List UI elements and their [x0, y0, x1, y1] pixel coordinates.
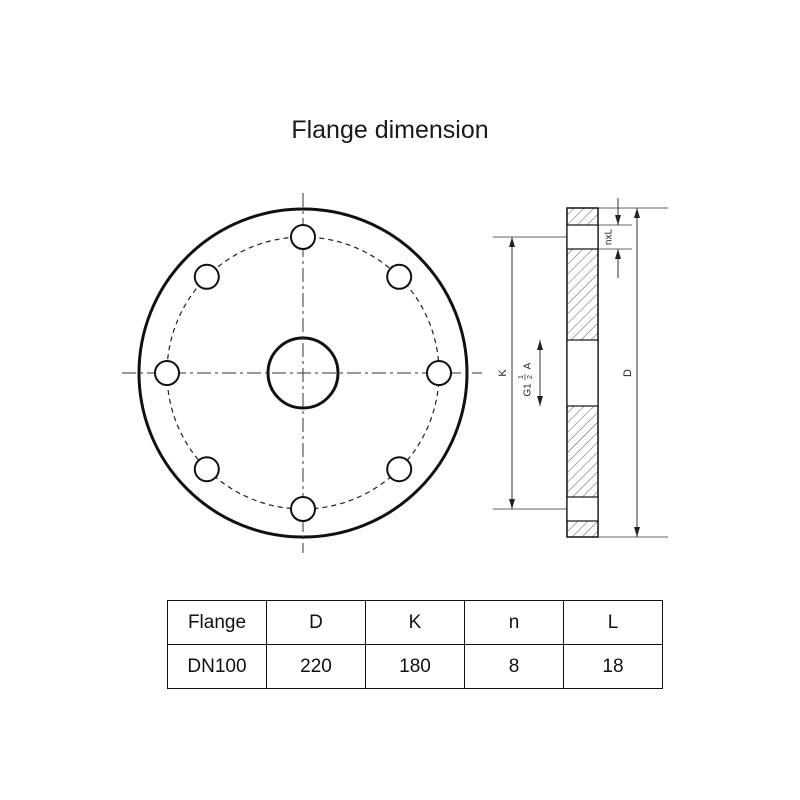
- bolt-hole: [386, 263, 413, 290]
- flange-spec-table: Flange D K n L DN100 220 180 8 18: [167, 600, 663, 689]
- thread-label-suffix: A: [523, 362, 534, 369]
- table-header-cell: K: [365, 600, 465, 645]
- table-cell: 18: [563, 644, 663, 689]
- table-cell: DN100: [167, 644, 267, 689]
- bolt-hole: [290, 496, 316, 522]
- side-center-bore: [566, 339, 599, 407]
- table-header-cell: L: [563, 600, 663, 645]
- bolt-holes: [154, 224, 452, 522]
- flange-side-view: K G1 1 2 A D nxL: [493, 198, 668, 538]
- page-title: Flange dimension: [291, 116, 489, 144]
- bolt-hole: [193, 456, 220, 483]
- dimension-label-d: D: [622, 369, 634, 377]
- dimension-label-hole: nxL: [604, 229, 615, 246]
- table-cell: 220: [266, 644, 366, 689]
- flange-front-view: [122, 193, 482, 553]
- dimension-label-k: K: [497, 369, 509, 377]
- side-bottom-hole: [566, 496, 599, 522]
- thread-fraction-num: 1: [518, 375, 525, 379]
- side-top-hole: [566, 224, 599, 250]
- table-header-cell: n: [464, 600, 564, 645]
- bolt-hole: [193, 263, 220, 290]
- bolt-hole: [386, 456, 413, 483]
- bolt-hole: [290, 224, 316, 250]
- thread-label-main: G1: [523, 383, 534, 397]
- table-header-cell: Flange: [167, 600, 267, 645]
- bolt-hole: [154, 360, 180, 386]
- thread-fraction-den: 2: [527, 375, 534, 379]
- table-cell: 8: [464, 644, 564, 689]
- table-header-row: Flange D K n L: [167, 600, 663, 645]
- bolt-hole: [426, 360, 452, 386]
- table-cell: 180: [365, 644, 465, 689]
- table-row: DN100 220 180 8 18: [167, 644, 663, 689]
- table-header-cell: D: [266, 600, 366, 645]
